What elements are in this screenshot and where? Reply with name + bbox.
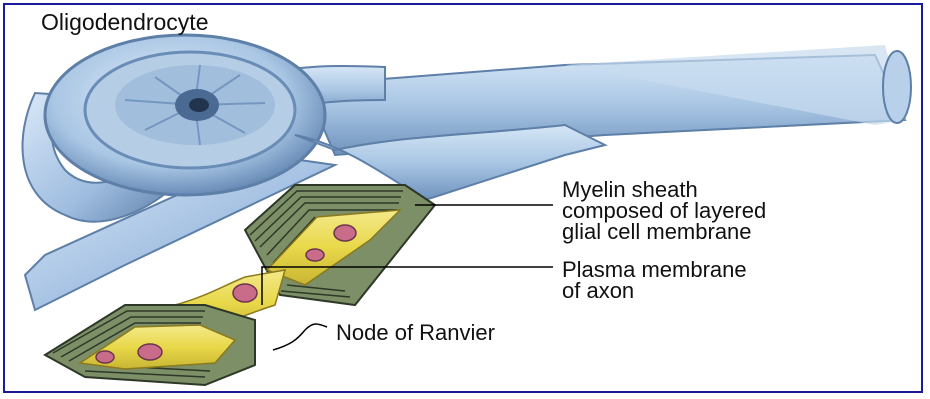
plasma-label-line-1: Plasma membrane — [562, 259, 747, 280]
myelin-label-line-1: Myelin sheath — [562, 179, 766, 200]
diagram-frame: Oligodendrocyte Myelin sheath composed o… — [3, 3, 923, 393]
myelin-sheath-label: Myelin sheath composed of layered glial … — [562, 179, 766, 242]
node-leader-line — [273, 324, 327, 350]
glial-process-back — [305, 45, 911, 155]
plasma-label-line-2: of axon — [562, 280, 747, 301]
myelin-label-line-2: composed of layered — [562, 200, 766, 221]
diagram-title: Oligodendrocyte — [41, 9, 209, 36]
cell-body — [45, 35, 325, 195]
node-of-ranvier-label: Node of Ranvier — [336, 322, 495, 343]
myelin-label-line-3: glial cell membrane — [562, 221, 766, 242]
plasma-membrane-label: Plasma membrane of axon — [562, 259, 747, 301]
myelin-segment-lower — [45, 305, 255, 385]
